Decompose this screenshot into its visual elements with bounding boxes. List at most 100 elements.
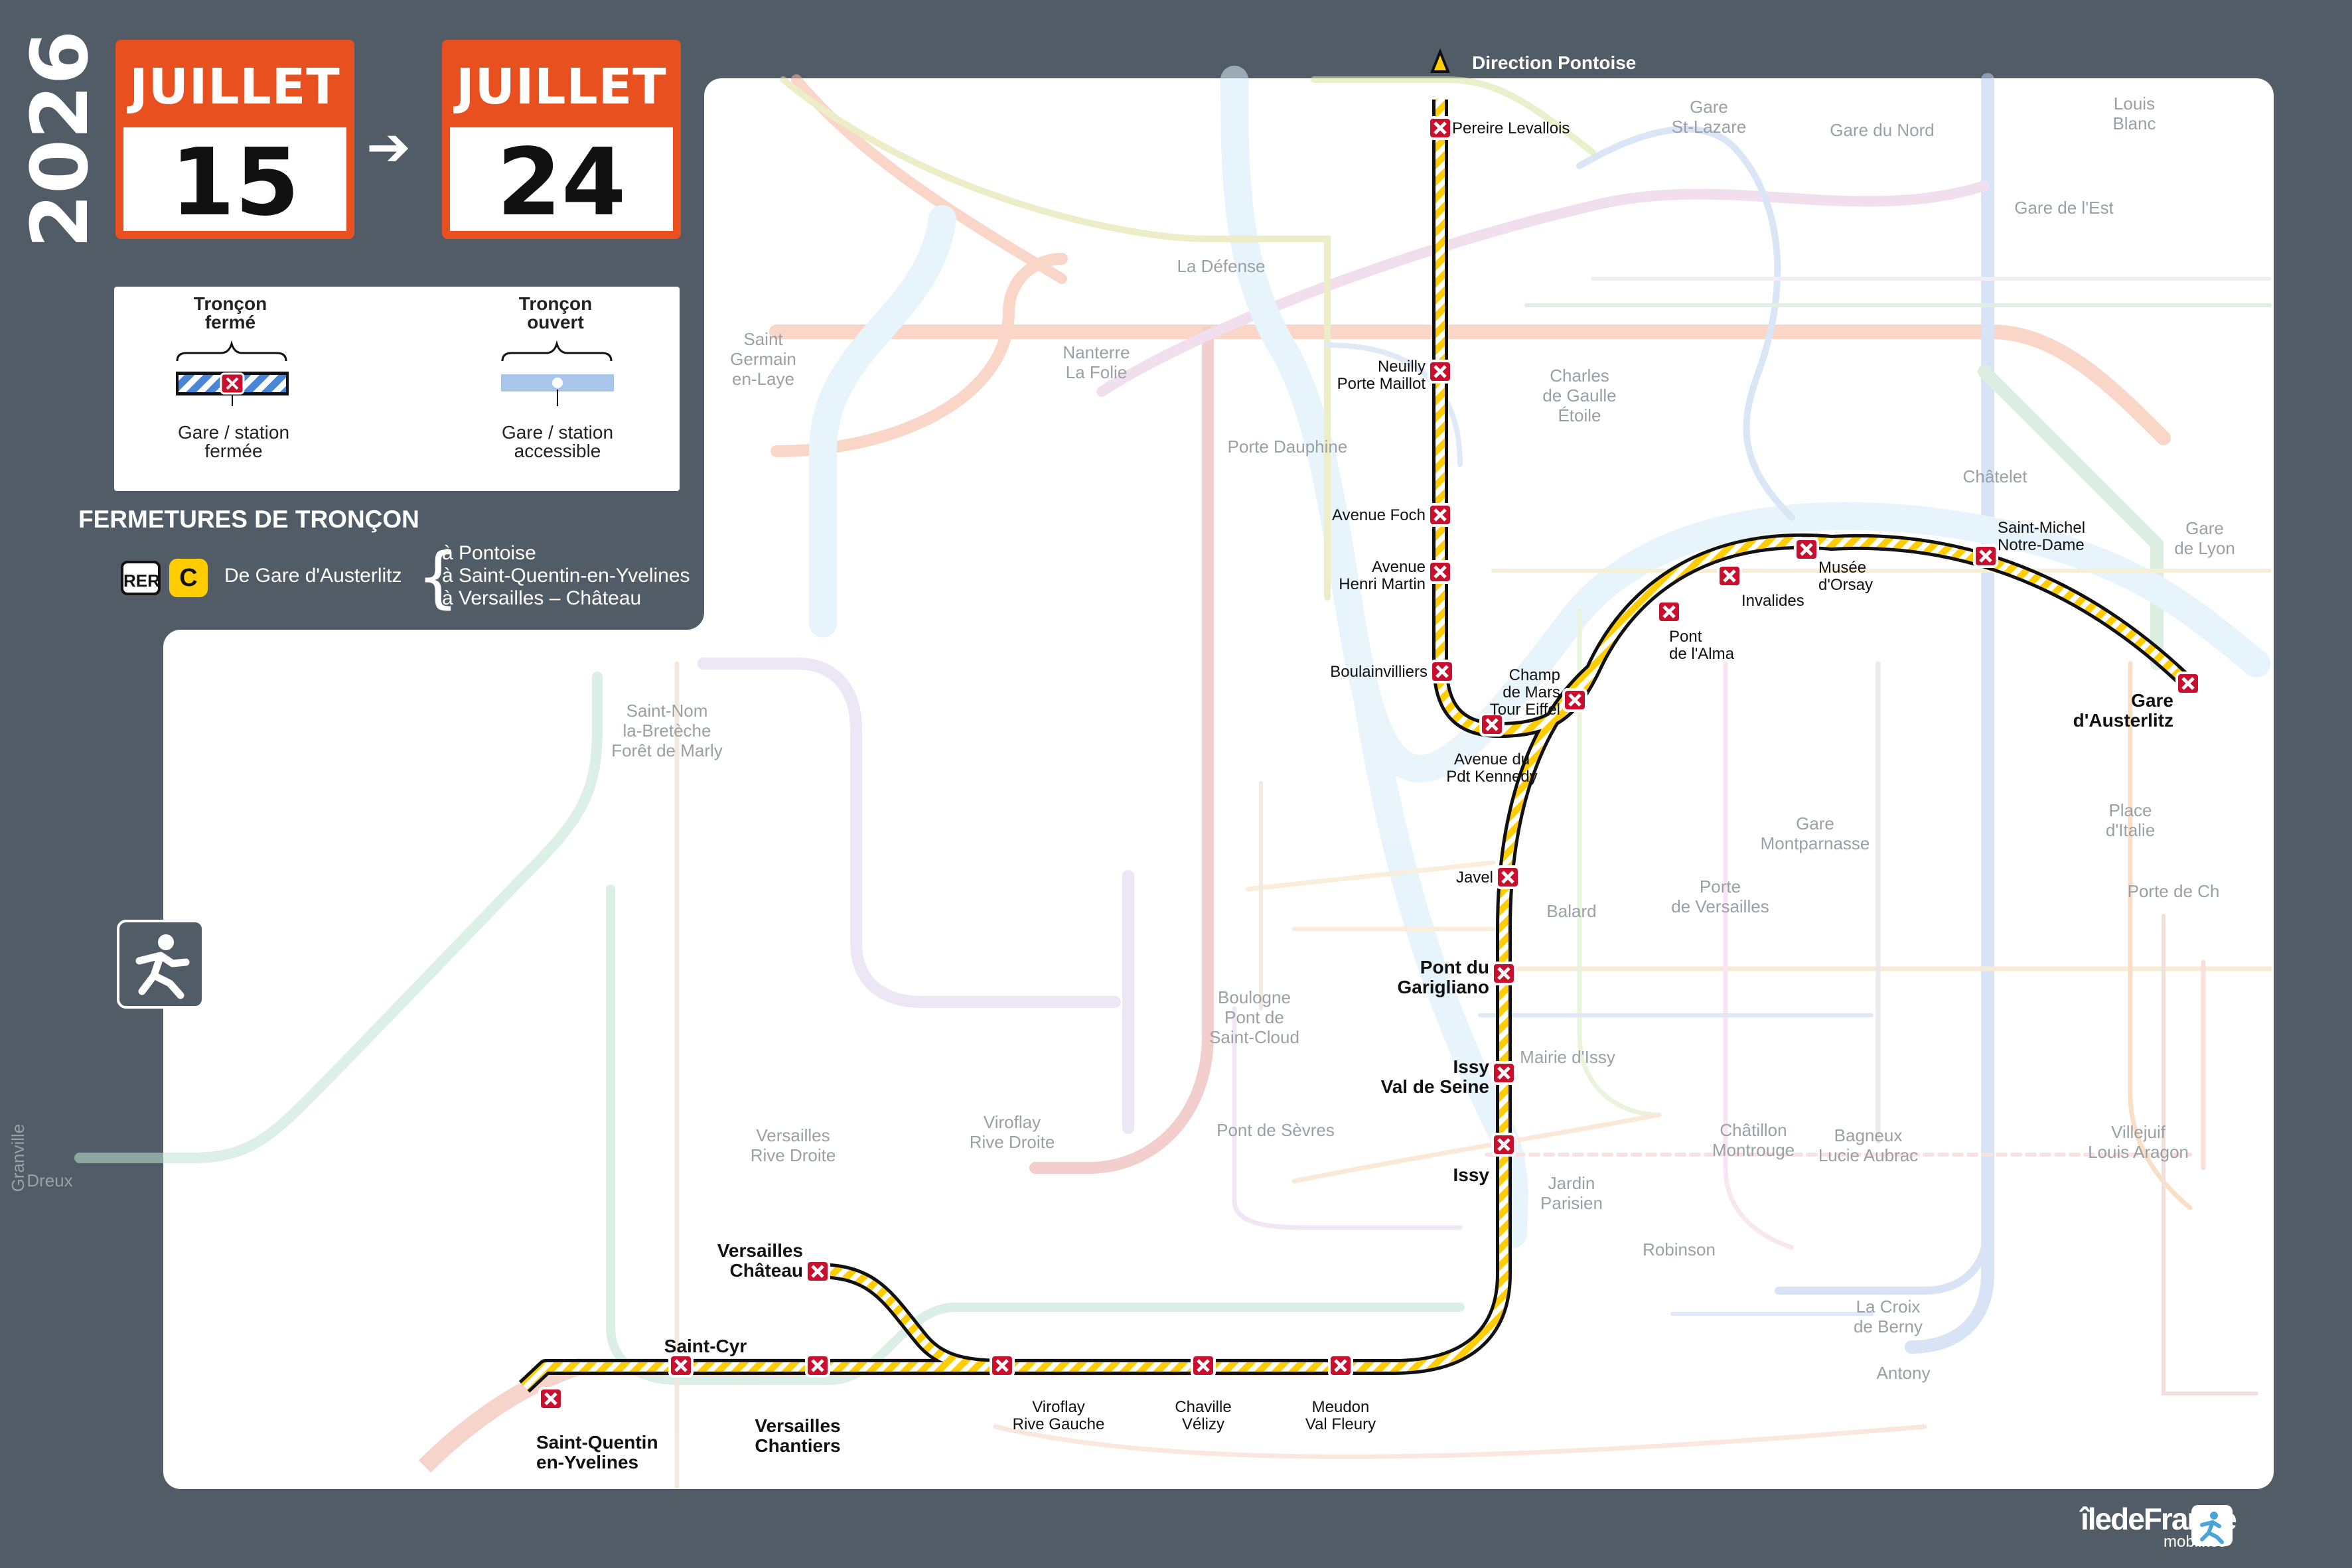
start-day: 15 <box>170 129 300 237</box>
context-station-label: La Défense <box>1177 256 1266 276</box>
closed-station-label: Invalides <box>1741 592 1804 610</box>
destinations-brace: { <box>417 538 459 616</box>
transilien-n-line <box>74 672 603 1163</box>
line-c-badge: C <box>169 559 208 597</box>
closed-station-icon <box>1495 865 1520 889</box>
closed-station-icon <box>990 1354 1015 1378</box>
transilien-l-line <box>698 658 1121 1008</box>
context-station-label: Dreux <box>27 1171 72 1190</box>
rer-b-line <box>1905 73 1994 1354</box>
closed-route-fill <box>521 100 2191 1391</box>
closed-route-outline <box>518 100 2194 1393</box>
context-station-label: Gare de l'Est <box>2014 198 2114 218</box>
closed-station-icon <box>1430 660 1455 683</box>
context-station-label: Robinson <box>1643 1240 1716 1259</box>
context-station-label: Porte de Ch <box>2128 881 2220 901</box>
closure-origin: De Gare d'Austerlitz <box>224 565 402 587</box>
open-station-icon <box>550 375 565 391</box>
closed-station-label: Issy <box>1453 1165 1490 1185</box>
context-station-label: Porte Dauphine <box>1228 437 1348 457</box>
closed-station-icon <box>805 1259 830 1283</box>
background-network <box>74 66 2272 1489</box>
closed-station-icon <box>1973 544 1998 568</box>
destination-versailles: à Versailles – Château <box>442 587 642 609</box>
rer-badge: RER <box>121 561 161 595</box>
closed-station-icon <box>1428 503 1453 527</box>
rer-a-line <box>769 324 2171 445</box>
closed-station-icon <box>1491 962 1516 985</box>
closed-station-icon <box>1191 1354 1216 1378</box>
context-station-label: Pont de Sèvres <box>1216 1120 1335 1140</box>
closures-title: FERMETURES DE TRONÇON <box>78 506 419 533</box>
destination-saint-quentin: à Saint-Quentin-en-Yvelines <box>442 565 690 587</box>
end-day: 24 <box>496 129 626 237</box>
closed-station-icon <box>1428 360 1453 384</box>
closed-station-icon <box>1328 1354 1353 1378</box>
context-station-label: Balard <box>1546 901 1596 921</box>
closed-station-icon <box>1794 537 1819 561</box>
closed-station-icon <box>1428 116 1453 140</box>
rer-a-branch <box>771 253 1068 457</box>
closed-station-icon <box>805 1354 830 1378</box>
closed-station-icon <box>1562 688 1587 712</box>
start-date-card: JUILLET 15 <box>115 40 354 239</box>
closed-station-label: Saint-Cyr <box>664 1336 747 1356</box>
closed-station-label: Avenue Foch <box>1332 506 1426 524</box>
pedestrian-icon <box>117 920 204 1009</box>
closed-station-icon <box>1491 1061 1516 1085</box>
closed-station-icon <box>1428 560 1453 584</box>
end-month: JUILLET <box>456 58 667 115</box>
context-station-label: Antony <box>1877 1363 1931 1383</box>
rer-e-line <box>1096 180 1990 397</box>
closed-station-label: Javel <box>1456 869 1493 887</box>
closed-station-label: Boulainvilliers <box>1330 663 1428 681</box>
closed-station-icon <box>1717 564 1742 588</box>
context-station-label: Granville <box>8 1124 28 1192</box>
context-station-label: Mairie d'Issy <box>1520 1047 1615 1067</box>
closed-station-icon <box>1491 1133 1516 1157</box>
end-date-card: JUILLET 24 <box>442 40 681 239</box>
brand-logo-icon <box>2191 1505 2233 1546</box>
legend-swatches <box>176 340 614 406</box>
closed-station-label: Pereire Levallois <box>1452 119 1570 137</box>
context-station-label: Gare du Nord <box>1830 120 1935 140</box>
direction-arrow-icon <box>1430 48 1450 73</box>
closed-station-icon <box>1656 600 1682 624</box>
rer-d-line <box>1978 365 2164 670</box>
rer-u-line <box>1029 326 1214 1174</box>
date-arrow-icon: ➔ <box>366 116 411 178</box>
